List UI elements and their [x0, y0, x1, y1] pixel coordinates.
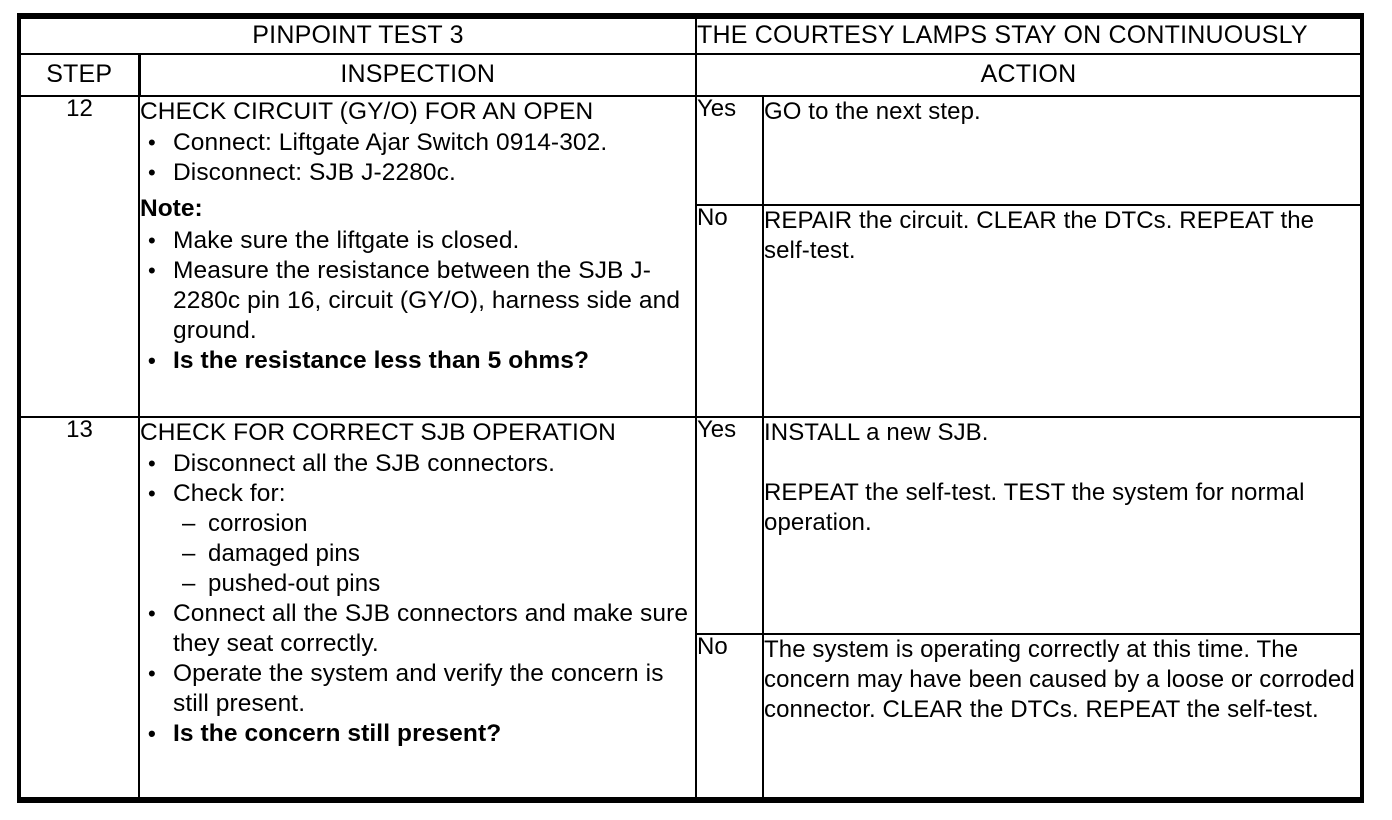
- column-header-inspection: INSPECTION: [138, 53, 697, 97]
- list-item: – corrosion: [140, 509, 695, 539]
- step-number: 13: [21, 416, 140, 799]
- table-row: No REPAIR the circuit. CLEAR the DTCs. R…: [21, 204, 1361, 419]
- pinpoint-test-name-cell: THE COURTESY LAMPS STAY ON CONTINUOUSLY: [694, 17, 1361, 55]
- inspection-title: CHECK FOR CORRECT SJB OPERATION: [140, 419, 616, 447]
- list-item: – damaged pins: [140, 539, 695, 569]
- list-item: – pushed-out pins: [140, 569, 695, 599]
- step-inspection-cell: CHECK FOR CORRECT SJB OPERATION • Discon…: [138, 416, 697, 799]
- answer-text: No: [697, 633, 728, 661]
- action-cell-no: The system is operating correctly at thi…: [761, 633, 1361, 799]
- pinpoint-test-table: PINPOINT TEST 3 THE COURTESY LAMPS STAY …: [17, 13, 1364, 803]
- list-item-text: Check for:: [173, 480, 286, 508]
- dash-icon: –: [182, 510, 196, 538]
- list-item: • Disconnect all the SJB connectors.: [140, 449, 695, 479]
- note-label: Note:: [140, 195, 203, 222]
- list-item: • Is the concern still present?: [140, 719, 695, 749]
- bullet-icon: •: [148, 130, 156, 155]
- list-item: • Make sure the liftgate is closed.: [140, 226, 695, 256]
- bullet-icon: •: [148, 481, 156, 507]
- list-item-text: Measure the resistance between the SJB J…: [173, 257, 681, 344]
- bullet-icon: •: [148, 160, 156, 185]
- pinpoint-test-name: THE COURTESY LAMPS STAY ON CONTINUOUSLY: [697, 21, 1308, 49]
- answer-label-no: No: [695, 633, 764, 799]
- dash-icon: –: [182, 540, 196, 568]
- bullet-icon: •: [148, 228, 156, 253]
- bullet-icon: •: [148, 348, 156, 373]
- answer-label-no: No: [695, 204, 764, 419]
- table-row: No The system is operating correctly at …: [21, 633, 1361, 799]
- pinpoint-test-id-cell: PINPOINT TEST 3: [21, 17, 697, 55]
- list-item-text: Operate the system and verify the concer…: [173, 660, 664, 718]
- list-item: • Connect all the SJB connectors and mak…: [140, 599, 695, 659]
- list-item-text: Connect all the SJB connectors and make …: [173, 600, 689, 658]
- inspection-bullet-list: • Connect: Liftgate Ajar Switch 0914-302…: [140, 128, 695, 188]
- action-cell-yes: GO to the next step.: [761, 94, 1361, 207]
- pinpoint-test-id: PINPOINT TEST 3: [252, 21, 464, 49]
- list-item: • Disconnect: SJB J-2280c.: [140, 158, 695, 188]
- answer-label-yes: Yes: [695, 416, 764, 636]
- list-item-text: Is the concern still present?: [173, 720, 502, 748]
- bullet-icon: •: [148, 258, 156, 283]
- dash-icon: –: [182, 570, 196, 598]
- action-cell-no: REPAIR the circuit. CLEAR the DTCs. REPE…: [761, 204, 1361, 419]
- list-item: • Is the resistance less than 5 ohms?: [140, 346, 695, 376]
- list-item-text: corrosion: [208, 510, 308, 538]
- table-row: 13 CHECK FOR CORRECT SJB OPERATION • Dis…: [21, 416, 1361, 799]
- bullet-icon: •: [148, 661, 156, 687]
- column-header-row: STEP INSPECTION ACTION: [21, 53, 1361, 97]
- step-number: 12: [21, 94, 140, 419]
- bullet-icon: •: [148, 601, 156, 627]
- list-item-text: Disconnect all the SJB connectors.: [173, 450, 555, 478]
- action-text: REPAIR the circuit. CLEAR the DTCs. REPE…: [764, 207, 1315, 265]
- table-row: 12 CHECK CIRCUIT (GY/O) FOR AN OPEN • Co…: [21, 94, 1361, 419]
- list-item-text: pushed-out pins: [208, 570, 381, 598]
- action-text: REPEAT the self-test. TEST the system fo…: [764, 479, 1305, 537]
- action-text: The system is operating correctly at thi…: [764, 636, 1355, 724]
- list-item-text: Make sure the liftgate is closed.: [173, 227, 520, 254]
- list-item-text: damaged pins: [208, 540, 360, 568]
- action-cell-yes: INSTALL a new SJB. REPEAT the self-test.…: [761, 416, 1361, 636]
- step-inspection-cell: CHECK CIRCUIT (GY/O) FOR AN OPEN • Conne…: [138, 94, 697, 419]
- bullet-icon: •: [148, 451, 156, 477]
- bullet-icon: •: [148, 721, 156, 747]
- table-title-row: PINPOINT TEST 3 THE COURTESY LAMPS STAY …: [21, 17, 1361, 55]
- inspection-note-list: • Make sure the liftgate is closed. • Me…: [140, 226, 695, 376]
- list-item: • Check for:: [140, 479, 695, 509]
- inspection-title: CHECK CIRCUIT (GY/O) FOR AN OPEN: [140, 98, 594, 125]
- list-item: • Measure the resistance between the SJB…: [140, 256, 695, 346]
- list-item-text: Is the resistance less than 5 ohms?: [173, 347, 590, 374]
- inspection-bullet-list: • Disconnect all the SJB connectors. • C…: [140, 449, 695, 749]
- list-item: • Connect: Liftgate Ajar Switch 0914-302…: [140, 128, 695, 158]
- list-item-text: Disconnect: SJB J-2280c.: [173, 159, 456, 186]
- action-text: GO to the next step.: [764, 98, 981, 125]
- answer-text: No: [697, 204, 728, 232]
- list-item: • Operate the system and verify the conc…: [140, 659, 695, 719]
- answer-text: Yes: [697, 95, 737, 122]
- column-header-step: STEP: [21, 53, 141, 97]
- action-text: INSTALL a new SJB.: [764, 419, 989, 447]
- list-item-text: Connect: Liftgate Ajar Switch 0914-302.: [173, 129, 608, 156]
- answer-label-yes: Yes: [695, 94, 764, 207]
- column-header-action: ACTION: [694, 53, 1361, 97]
- answer-text: Yes: [697, 416, 737, 444]
